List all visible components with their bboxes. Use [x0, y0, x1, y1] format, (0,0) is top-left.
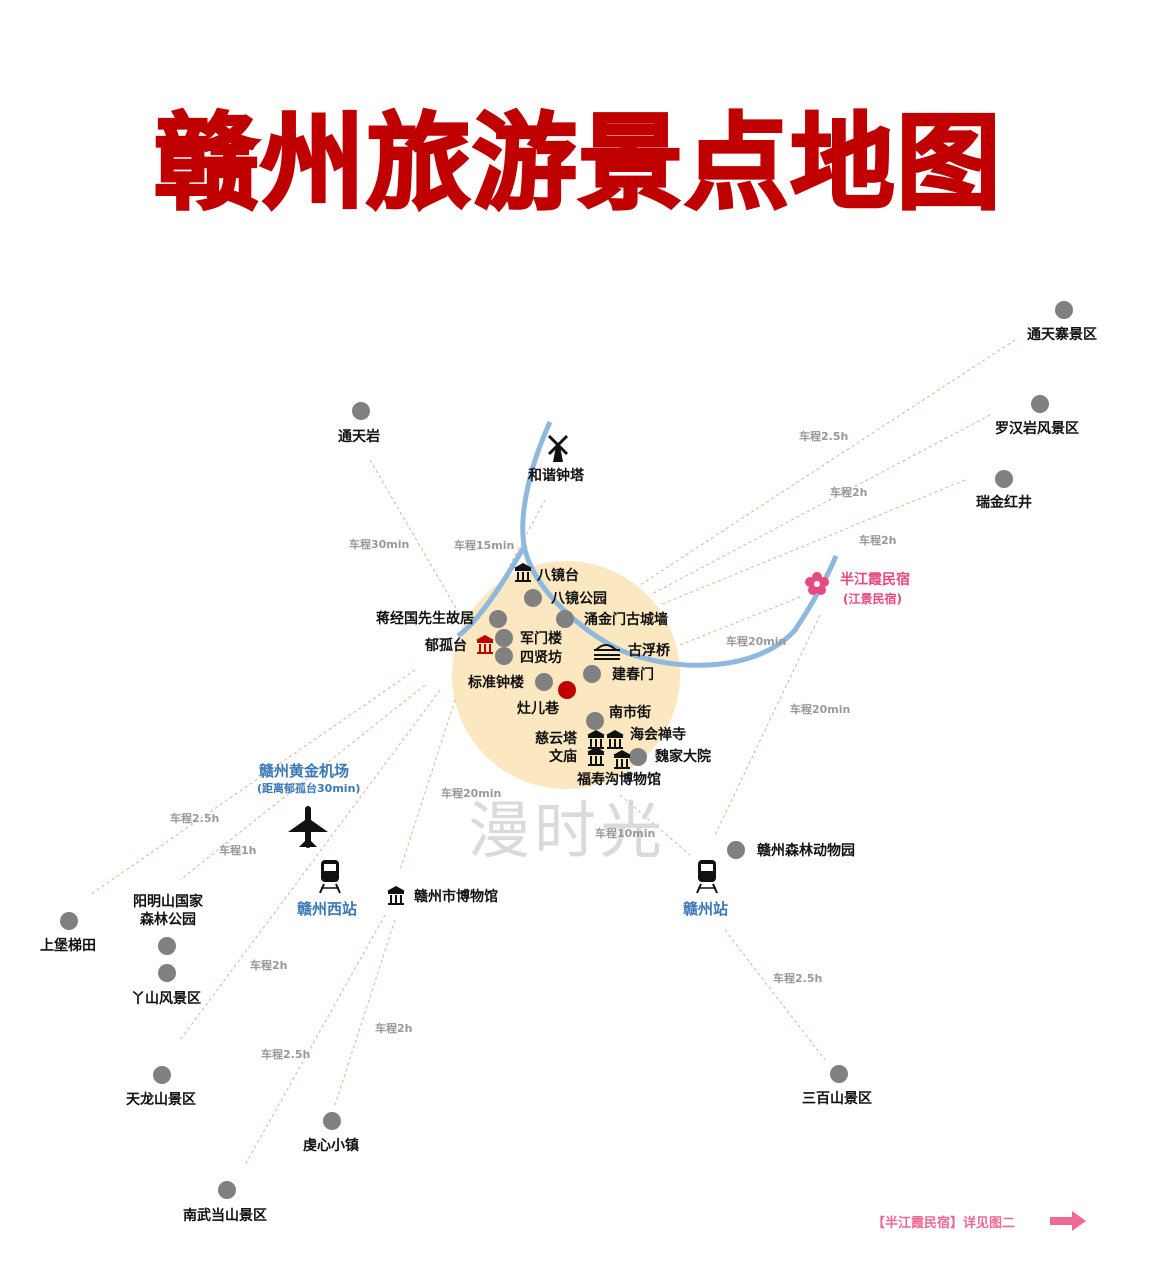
dist-shangbao: 车程2.5h	[170, 812, 220, 825]
poi-haihui-temple[interactable]: 海会禅寺	[630, 727, 686, 743]
west-station-label[interactable]: 赣州西站	[297, 900, 358, 918]
poi-yangmingshan[interactable]: 阳明山国家森林公园	[133, 894, 203, 928]
dist-hexie: 车程15min	[454, 539, 515, 552]
poi-bajing-park[interactable]: 八镜公园	[551, 591, 607, 607]
bridge-icon	[594, 644, 620, 660]
flower-icon	[805, 572, 829, 595]
arrow-right-icon[interactable]	[1050, 1211, 1086, 1231]
river-branch	[456, 543, 528, 639]
poi-yuxin-town[interactable]: 虔心小镇	[303, 1138, 359, 1154]
poi-homestay[interactable]: 半江霞民宿	[840, 572, 910, 588]
poi-tongtianyan[interactable]: 通天岩	[338, 429, 380, 445]
dist-luohan: 车程2h	[830, 486, 868, 499]
poi-dots	[60, 301, 1073, 1199]
poi-forest-zoo[interactable]: 赣州森林动物园	[757, 843, 855, 859]
dist-tianlong: 车程2.5h	[261, 1048, 311, 1061]
poi-city-museum[interactable]: 赣州市博物馆	[414, 889, 498, 905]
museum-icons	[387, 563, 631, 905]
dist-sanbai: 车程2.5h	[773, 972, 823, 985]
dist-museum: 车程20min	[441, 787, 502, 800]
poi-wenmiao[interactable]: 文庙	[549, 749, 577, 765]
poi-yashan[interactable]: 丫山风景区	[131, 991, 201, 1007]
poi-gufuqiao[interactable]: 古浮桥	[628, 643, 670, 659]
airport-label[interactable]: 赣州黄金机场	[259, 762, 350, 780]
dist-tongtianyan: 车程30min	[349, 538, 410, 551]
station-label[interactable]: 赣州站	[683, 900, 729, 918]
poi-standard-clock[interactable]: 标准钟楼	[468, 675, 524, 691]
poi-junmenlou[interactable]: 军门楼	[520, 631, 562, 647]
dist-tongtianzhai: 车程2.5h	[799, 430, 849, 443]
poi-sanbaishan[interactable]: 三百山景区	[802, 1091, 872, 1107]
airport-subtitle: (距离郁孤台30min)	[257, 782, 361, 795]
dist-yashan: 车程2h	[250, 959, 288, 972]
route-lines	[89, 339, 1016, 1166]
watermark: 漫时光	[468, 794, 667, 867]
poi-zaoerxiang[interactable]: 灶儿巷	[517, 701, 559, 717]
dist-yuxin: 车程2h	[375, 1022, 413, 1035]
poi-tianlongshan[interactable]: 天龙山景区	[126, 1092, 196, 1108]
poi-yongjinmen[interactable]: 涌金门古城墙	[584, 612, 668, 628]
dist-yangming: 车程1h	[219, 844, 257, 857]
poi-hexie-tower[interactable]: 和谐钟塔	[528, 468, 584, 484]
poi-ciyunta[interactable]: 慈云塔	[535, 731, 577, 747]
dist-ruijin: 车程2h	[859, 534, 897, 547]
poi-sixianfang[interactable]: 四贤坊	[520, 650, 562, 666]
dist-station: 车程20min	[790, 703, 851, 716]
poi-fushougou-museum[interactable]: 福寿沟博物馆	[577, 772, 661, 788]
zaoerxiang-highlight-dot	[558, 681, 576, 699]
poi-ruijin[interactable]: 瑞金红井	[976, 495, 1032, 511]
poi-nanwudang[interactable]: 南武当山景区	[183, 1208, 267, 1224]
poi-yugutai[interactable]: 郁孤台	[425, 638, 467, 654]
windmill-icon	[547, 434, 569, 462]
dist-homestay: 车程20min	[726, 635, 787, 648]
city-center-zone	[452, 561, 680, 789]
footer-homestay-link[interactable]: 【半江霞民宿】详见图二	[872, 1216, 1016, 1231]
poi-jiang-residence[interactable]: 蒋经国先生故居	[376, 611, 474, 627]
poi-weijia-courtyard[interactable]: 魏家大院	[655, 749, 711, 765]
poi-tongtianzhai[interactable]: 通天寨景区	[1027, 327, 1097, 343]
map-title: 赣州旅游景点地图	[153, 101, 1003, 226]
dist-zoo: 车程10min	[595, 827, 656, 840]
poi-nanshijie[interactable]: 南市街	[609, 705, 651, 721]
airplane-icon	[288, 806, 328, 848]
train-icon-station	[696, 860, 718, 894]
poi-luohanyan[interactable]: 罗汉岩风景区	[995, 421, 1079, 437]
poi-jianchunmen[interactable]: 建春门	[612, 667, 654, 683]
train-icon-west	[319, 860, 341, 894]
poi-bajingtai[interactable]: 八镜台	[537, 568, 579, 584]
poi-shangbao[interactable]: 上堡梯田	[40, 938, 96, 954]
homestay-subtitle: (江景民宿)	[843, 592, 902, 606]
